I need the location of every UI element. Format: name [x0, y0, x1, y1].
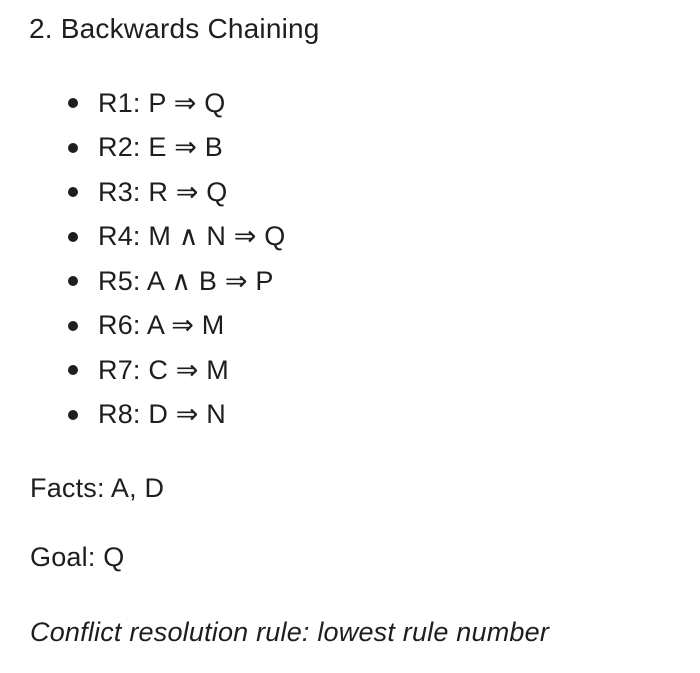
bullet-icon [68, 231, 78, 242]
rule-item: R4: M ∧ N ⇒ Q [29, 215, 700, 260]
rule-text: R2: E ⇒ B [98, 132, 223, 163]
rule-item: R1: P ⇒ Q [29, 81, 700, 126]
rules-list: R1: P ⇒ Q R2: E ⇒ B R3: R ⇒ Q R4: M ∧ N … [29, 81, 700, 437]
rule-item: R8: D ⇒ N [29, 393, 700, 438]
rule-text: R8: D ⇒ N [98, 399, 226, 430]
rule-text: R7: C ⇒ M [98, 354, 229, 385]
rule-item: R7: C ⇒ M [29, 348, 700, 393]
rule-text: R3: R ⇒ Q [98, 176, 228, 207]
goal-line: Goal: Q [30, 542, 125, 572]
bullet-icon [68, 409, 78, 420]
bullet-icon [68, 320, 78, 331]
bullet-icon [68, 365, 78, 376]
rule-item: R6: A ⇒ M [29, 304, 700, 349]
conflict-resolution-line: Conflict resolution rule: lowest rule nu… [30, 617, 550, 647]
rule-text: R1: P ⇒ Q [98, 87, 226, 118]
rule-text: R5: A ∧ B ⇒ P [98, 265, 274, 296]
section-title: 2. Backwards Chaining [29, 13, 320, 44]
bullet-icon [68, 142, 78, 153]
bullet-icon [68, 187, 78, 198]
rule-item: R3: R ⇒ Q [29, 170, 700, 215]
rule-text: R4: M ∧ N ⇒ Q [98, 221, 286, 252]
facts-line: Facts: A, D [30, 473, 165, 503]
bullet-icon [68, 98, 78, 109]
rule-item: R2: E ⇒ B [29, 126, 700, 171]
bullet-icon [68, 276, 78, 287]
rule-item: R5: A ∧ B ⇒ P [29, 259, 700, 304]
rule-text: R6: A ⇒ M [98, 310, 225, 341]
